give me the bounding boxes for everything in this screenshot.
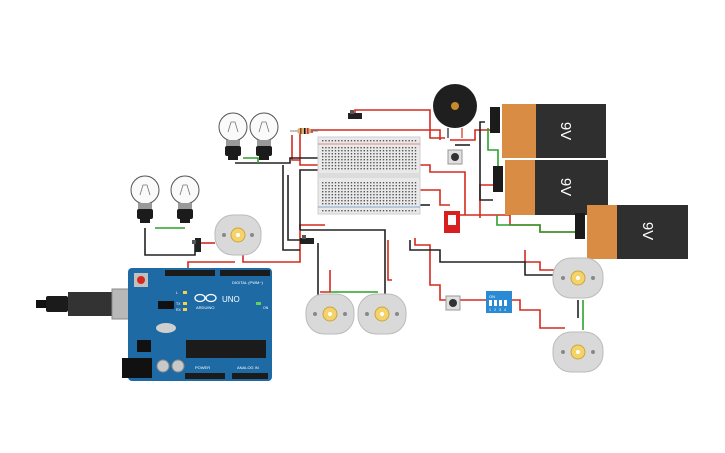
- wire-red: [350, 109, 445, 139]
- wire-black: [299, 169, 322, 230]
- digital-header-label: DIGITAL (PWM~): [232, 280, 264, 285]
- wire-black: [235, 157, 322, 164]
- wire-green: [243, 157, 259, 163]
- led-label: RX: [176, 308, 182, 312]
- arduino-logo: [194, 293, 217, 303]
- wire-black: [282, 165, 300, 251]
- dip-switch[interactable]: ON 1 2 3 4: [486, 291, 512, 313]
- battery-label: 9V: [639, 222, 656, 240]
- piezo-buzzer[interactable]: [433, 84, 477, 138]
- light-bulb[interactable]: [218, 112, 248, 160]
- wire-red: [458, 214, 575, 233]
- wire-red: [291, 135, 300, 161]
- dc-motor[interactable]: [552, 257, 604, 299]
- led-label: TX: [176, 302, 181, 306]
- slide-switch[interactable]: [348, 110, 362, 119]
- wire-red: [415, 164, 466, 215]
- wire-red: [450, 129, 490, 141]
- led-label: ON: [263, 306, 269, 310]
- wire-black: [287, 175, 300, 241]
- wire-red: [415, 189, 450, 206]
- battery-label: 9V: [557, 178, 574, 196]
- board-brand: ARDUINO: [196, 305, 214, 310]
- light-bulb[interactable]: [249, 112, 279, 160]
- battery-9v[interactable]: 9V: [575, 205, 688, 259]
- pushbutton[interactable]: [447, 149, 463, 165]
- light-bulb[interactable]: [170, 175, 200, 223]
- analog-header-label: ANALOG IN: [237, 365, 259, 370]
- arduino-uno-board[interactable]: DIGITAL (PWM~) POWER ANALOG IN UNO ARDUI…: [36, 268, 272, 381]
- dip-number: 2: [494, 308, 496, 312]
- wire-black: [409, 240, 555, 276]
- dip-number: 1: [489, 308, 491, 312]
- wire-red: [187, 261, 235, 270]
- wire-red: [414, 238, 455, 301]
- resistor[interactable]: [290, 128, 318, 134]
- wire-red: [320, 270, 331, 293]
- wire-red: [460, 299, 565, 329]
- power-header-label: POWER: [195, 365, 210, 370]
- wire-red: [310, 129, 441, 140]
- board-model: UNO: [222, 295, 240, 304]
- dip-number: 3: [499, 308, 501, 312]
- led-label: L: [176, 291, 178, 295]
- red-slide-switch[interactable]: [444, 211, 460, 233]
- wire-green: [487, 128, 499, 180]
- wire-red: [524, 250, 560, 271]
- wire-red: [387, 240, 392, 281]
- wire-black: [300, 229, 386, 295]
- breadboard[interactable]: [317, 136, 421, 215]
- slide-switch[interactable]: [192, 238, 201, 252]
- battery-9v[interactable]: 9V: [490, 104, 606, 158]
- wires: [144, 109, 584, 330]
- wire-black: [144, 228, 196, 256]
- dip-switch-label: ON: [489, 294, 495, 299]
- wire-red: [242, 224, 325, 263]
- battery-label: 9V: [557, 122, 574, 140]
- breadboard-holes: [322, 140, 417, 212]
- dip-number: 4: [504, 308, 506, 312]
- slide-switch[interactable]: [300, 235, 314, 244]
- wire-black: [479, 121, 493, 201]
- wire-red: [479, 184, 493, 218]
- dc-motor[interactable]: [552, 331, 604, 373]
- pushbutton[interactable]: [445, 295, 461, 311]
- light-bulb[interactable]: [130, 175, 160, 223]
- wire-green: [496, 215, 575, 233]
- dc-motor[interactable]: [305, 293, 355, 335]
- dc-motor[interactable]: [357, 293, 407, 335]
- dc-motor[interactable]: [214, 214, 262, 256]
